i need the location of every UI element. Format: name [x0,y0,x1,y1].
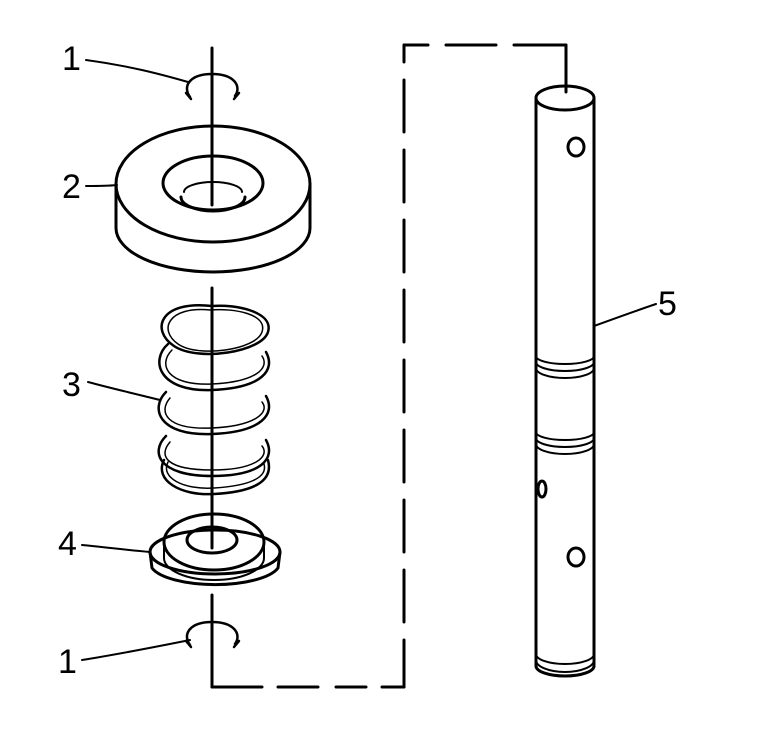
dashed-connector-line [210,43,568,689]
callout-label-5: 5 [658,285,677,323]
valve-shaft [534,84,596,678]
callout-label-4: 4 [58,525,77,563]
leader-3 [87,381,161,401]
leader-1-bottom [81,639,191,661]
callout-label-3: 3 [62,366,81,404]
callout-label-2: 2 [62,168,81,206]
callout-label-1-top: 1 [62,40,81,78]
leader-4 [81,544,151,553]
leader-2 [85,184,118,187]
callout-leaders [81,59,657,661]
collar-retainer [114,124,312,274]
coil-spring [157,303,271,496]
leader-5 [593,303,657,327]
retaining-clip-bottom [184,620,241,649]
retaining-clip-top [184,72,241,101]
leader-1-top [85,59,189,83]
callout-label-1-bottom: 1 [58,643,77,681]
spring-seat-washer [148,512,282,587]
